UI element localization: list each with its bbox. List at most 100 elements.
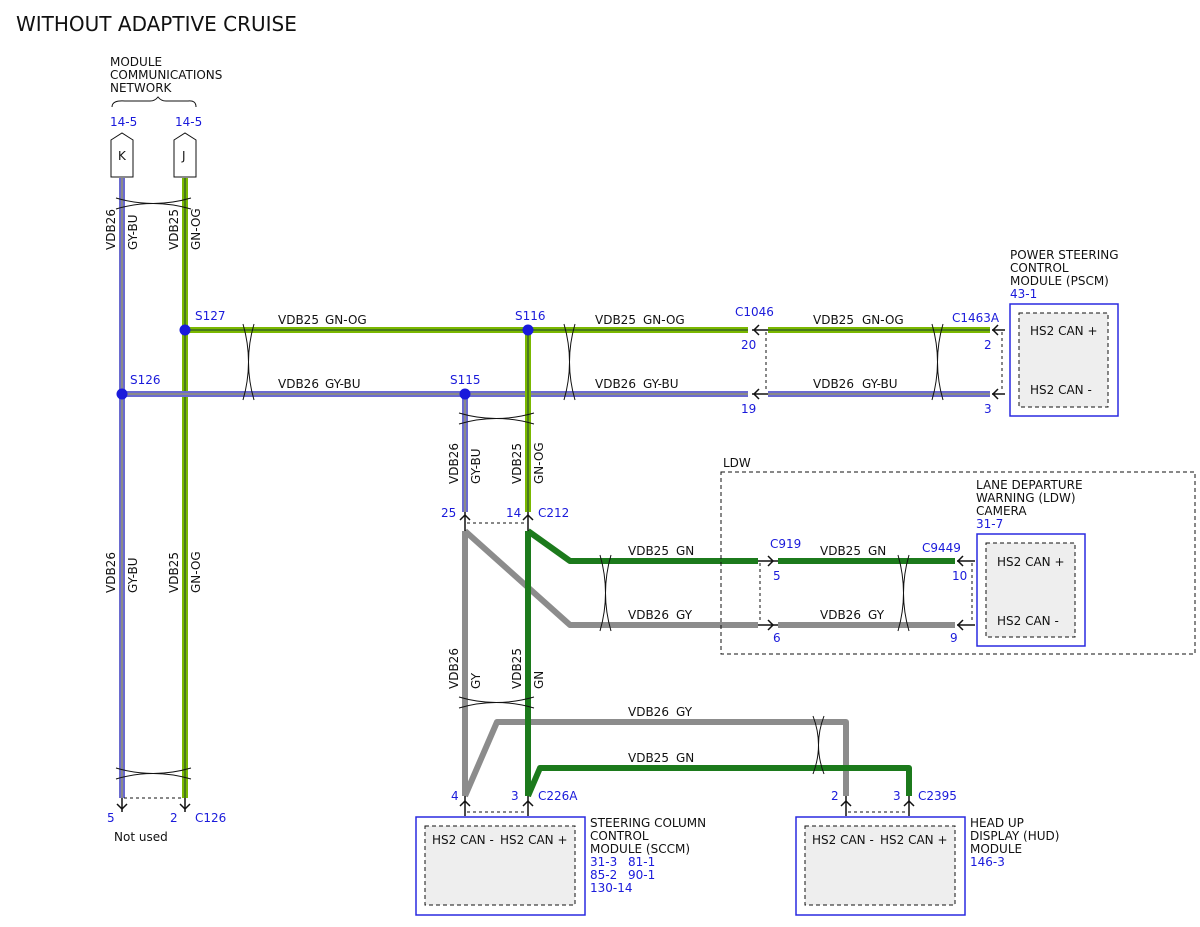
- not-used-label: Not used: [114, 830, 168, 844]
- c1463a-label: C1463A: [952, 311, 1000, 325]
- c212-label: C212: [538, 506, 569, 520]
- label-gy-bu-k-top: GY-BU: [126, 214, 140, 250]
- hud-pin-minus: HS2 CAN -: [812, 833, 874, 847]
- c2395-pin-2: 2: [831, 789, 839, 803]
- hud-ref: 146-3: [970, 855, 1005, 869]
- horizontal-wire-labels: VDB25 GN-OG VDB25 GN-OG VDB25 GN-OG VDB2…: [278, 313, 904, 765]
- label-gy-bu-k-bottom: GY-BU: [126, 557, 140, 593]
- twist-symbols: [115, 197, 944, 780]
- label-vdb26-k-bottom: VDB26: [104, 552, 118, 593]
- splice-s126-label: S126: [130, 373, 161, 387]
- label-gy-hud: GY: [676, 705, 693, 719]
- splice-s115-label: S115: [450, 373, 481, 387]
- label-gn-og-j-top: GN-OG: [189, 208, 203, 250]
- module-pscm: POWER STEERING CONTROL MODULE (PSCM) 43-…: [1009, 248, 1119, 417]
- pscm-name-2: CONTROL: [1010, 261, 1069, 275]
- c226a-pin-4: 4: [451, 789, 459, 803]
- label-gn-og-h2: GN-OG: [643, 313, 685, 327]
- label-gn-ldw-1: GN: [676, 544, 694, 558]
- label-gn-og-h3: GN-OG: [862, 313, 904, 327]
- pscm-name-3: MODULE (PSCM): [1010, 274, 1109, 288]
- sccm-name-2: CONTROL: [590, 829, 649, 843]
- c9449-label: C9449: [922, 541, 961, 555]
- sccm-name-1: STEERING COLUMN: [590, 816, 706, 830]
- sccm-ref-3: 85-2: [590, 868, 617, 882]
- c919-pin-6: 6: [773, 631, 781, 645]
- wire-vdb25-gn-lower: [525, 528, 955, 798]
- label-vdb26-ldw-2: VDB26: [820, 608, 861, 622]
- c1046-pin-19: 19: [741, 402, 756, 416]
- splice-s115: [459, 388, 471, 400]
- module-ldw-camera: LANE DEPARTURE WARNING (LDW) CAMERA 31-7…: [976, 478, 1086, 647]
- c919-pin-5: 5: [773, 569, 781, 583]
- connector-k-symbol: [110, 132, 134, 178]
- pscm-ref: 43-1: [1010, 287, 1037, 301]
- label-vdb25-ldw-1: VDB25: [628, 544, 669, 558]
- label-vdb25-h2: VDB25: [595, 313, 636, 327]
- sccm-ref-4: 90-1: [628, 868, 655, 882]
- ldw-group-box: [720, 471, 1196, 655]
- splice-s127-label: S127: [195, 309, 226, 323]
- c126-label: C126: [195, 811, 226, 825]
- sccm-name-3: MODULE (SCCM): [590, 842, 690, 856]
- c1463a-pin-3: 3: [984, 402, 992, 416]
- c2395-label: C2395: [918, 789, 957, 803]
- splice-s116: [522, 324, 534, 336]
- splice-s127: [179, 324, 191, 336]
- label-vdb26-ldw-1: VDB26: [628, 608, 669, 622]
- pscm-name-1: POWER STEERING: [1010, 248, 1119, 262]
- splice-s116-label: S116: [515, 309, 546, 323]
- wire-vdb26-gy-lower: [462, 528, 955, 798]
- label-vdb26-h2: VDB26: [595, 377, 636, 391]
- ldw-group-label: LDW: [723, 456, 751, 470]
- hud-pin-plus: HS2 CAN +: [880, 833, 948, 847]
- ldw-name-2: WARNING (LDW): [976, 491, 1076, 505]
- c1046-label: C1046: [735, 305, 774, 319]
- label-vdb25-j-top: VDB25: [167, 209, 181, 250]
- c1046-pin-20: 20: [741, 338, 756, 352]
- c1463a-pin-2: 2: [984, 338, 992, 352]
- vertical-wire-labels: VDB26 GY-BU VDB25 GN-OG VDB26 GY-BU VDB2…: [104, 208, 546, 689]
- diagram-title: WITHOUT ADAPTIVE CRUISE: [16, 12, 297, 36]
- label-vdb25-ldw-2: VDB25: [820, 544, 861, 558]
- label-gy-lower: GY: [469, 672, 483, 689]
- label-gy-bu-h1: GY-BU: [325, 377, 361, 391]
- ldw-ref: 31-7: [976, 517, 1003, 531]
- connector-arrows: [116, 324, 1005, 816]
- label-vdb25-h1: VDB25: [278, 313, 319, 327]
- c126-pin-2: 2: [170, 811, 178, 825]
- label-vdb26-h1: VDB26: [278, 377, 319, 391]
- ldw-pin-minus: HS2 CAN -: [997, 614, 1059, 628]
- sccm-pin-minus: HS2 CAN -: [432, 833, 494, 847]
- connector-labels: C1046 20 19 C1463A 2 3 25 14 C212 C919 5…: [107, 305, 1000, 844]
- label-vdb26-h3: VDB26: [813, 377, 854, 391]
- label-vdb26-s115: VDB26: [447, 443, 461, 484]
- splice-s126: [116, 388, 128, 400]
- label-gn-og-s116: GN-OG: [532, 442, 546, 484]
- label-gn-ldw-2: GN: [868, 544, 886, 558]
- label-gy-bu-s115: GY-BU: [469, 448, 483, 484]
- label-vdb25-h3: VDB25: [813, 313, 854, 327]
- label-gn-og-j-bottom: GN-OG: [189, 551, 203, 593]
- connector-ties: [124, 332, 1003, 813]
- label-gy-ldw-2: GY: [868, 608, 885, 622]
- pscm-pin-plus: HS2 CAN +: [1030, 324, 1098, 338]
- module-sccm: HS2 CAN - HS2 CAN + STEERING COLUMN CONT…: [415, 816, 706, 916]
- c2395-pin-3: 3: [893, 789, 901, 803]
- sccm-pin-plus: HS2 CAN +: [500, 833, 568, 847]
- connector-j-label: J: [181, 149, 186, 163]
- ldw-name-1: LANE DEPARTURE: [976, 478, 1083, 492]
- c9449-pin-10: 10: [952, 569, 967, 583]
- pscm-pin-minus: HS2 CAN -: [1030, 383, 1092, 397]
- network-heading-line-1: MODULE: [110, 55, 162, 69]
- label-gy-bu-h2: GY-BU: [643, 377, 679, 391]
- sccm-ref-5: 130-14: [590, 881, 633, 895]
- connector-j-symbol: [173, 132, 197, 178]
- label-gn-lower: GN: [532, 671, 546, 689]
- c9449-pin-9: 9: [950, 631, 958, 645]
- label-gy-bu-h3: GY-BU: [862, 377, 898, 391]
- c212-pin-14: 14: [506, 506, 521, 520]
- label-vdb25-s116: VDB25: [510, 443, 524, 484]
